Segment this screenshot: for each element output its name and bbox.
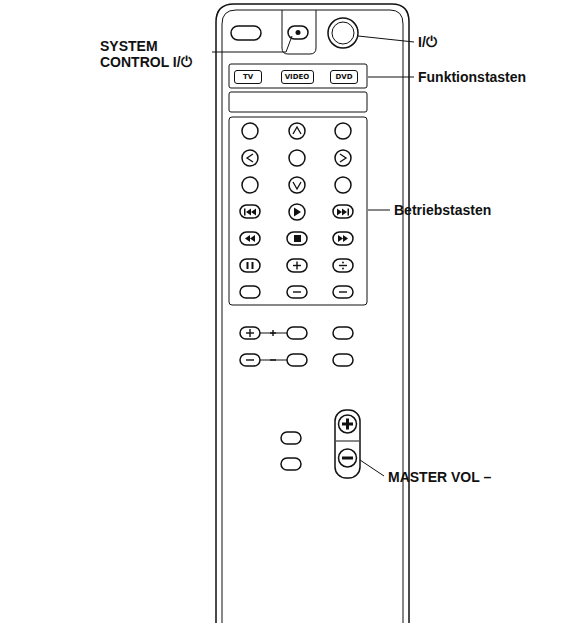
key-label: VIDEO <box>285 73 310 81</box>
callout-label: Betriebstasten <box>394 202 491 218</box>
callout-label: Funktionstasten <box>418 69 526 85</box>
callout-label: MASTER VOL – <box>388 469 491 485</box>
key-label: TV <box>243 73 253 81</box>
callout-label: SYSTEM CONTROL I/⏻ <box>100 38 210 70</box>
key-label: DVD <box>335 73 352 81</box>
function-key: DVD <box>330 70 358 84</box>
function-key: TV <box>234 70 262 84</box>
callout-label: I/⏻ <box>418 34 437 50</box>
function-key: VIDEO <box>281 70 314 84</box>
